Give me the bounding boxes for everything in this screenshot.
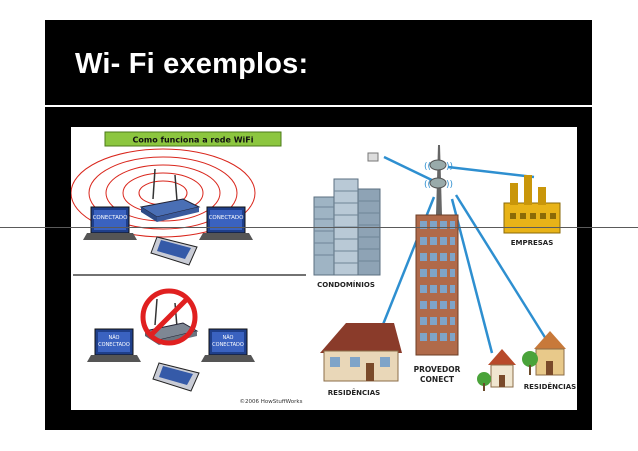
house-left-icon [320,323,402,382]
wifi-diagram-svg: Como funciona a rede WiFi [70,131,313,405]
svg-text:((: (( [424,162,431,172]
slide-title: Wi- Fi exemplos: [75,48,309,80]
copyright-text: ©2006 HowStuffWorks [240,398,303,405]
laptop-bottom-left-label-1: NÃO [108,334,119,341]
banner-text: Como funciona a rede WiFi [133,136,254,145]
provider-tower-icon: (( )) (( )) [415,145,459,356]
router-icon [139,168,201,222]
network-diagram-svg: (( )) (( )) PROVEDOR CONECT [313,145,576,397]
svg-text:)): )) [446,180,453,190]
laptop-bottom-left-label-2: CONECTADO [98,342,130,348]
banner-box [104,131,282,147]
factory-icon [503,175,561,234]
svg-text:((: (( [424,180,431,190]
laptop-bottom-right-label-2: CONECTADO [212,342,244,348]
provider-label-1: PROVEDOR [414,365,461,374]
laptop-connected-left-icon [83,206,137,240]
slide: Wi- Fi exemplos: Como funciona a rede Wi… [45,20,592,430]
horizontal-guide-line [0,227,638,228]
laptop-connected-right-icon [199,206,253,240]
title-divider [45,105,592,107]
residencias-left-label: RESIDÊNCIAS [328,388,380,397]
svg-text:)): )) [446,162,453,172]
wifi-provider-network-figure: (( )) (( )) PROVEDOR CONECT [306,127,577,410]
laptop-not-connected-left-icon [87,328,141,362]
phone-connected-icon [150,236,198,266]
residencias-right-label: RESIDÊNCIAS [524,382,576,391]
wireless-links [380,155,548,354]
laptop-not-connected-right-icon [201,328,255,362]
wifi-how-it-works-figure: Como funciona a rede WiFi [70,127,315,410]
condominium-buildings-icon [313,152,381,276]
phone-not-connected-icon [152,362,200,392]
laptop-bottom-right-label-1: NÃO [222,334,233,341]
provider-label-2: CONECT [420,375,455,384]
condominios-label: CONDOMÍNIOS [317,280,375,289]
prohibited-icon [140,288,198,346]
house-small-icon [477,349,516,391]
empresas-label: EMPRESAS [511,239,554,247]
house-right-icon [522,331,566,376]
laptop-right-label: CONECTADO [209,215,245,221]
signal-rings [70,148,256,238]
laptop-left-label: CONECTADO [93,215,129,221]
